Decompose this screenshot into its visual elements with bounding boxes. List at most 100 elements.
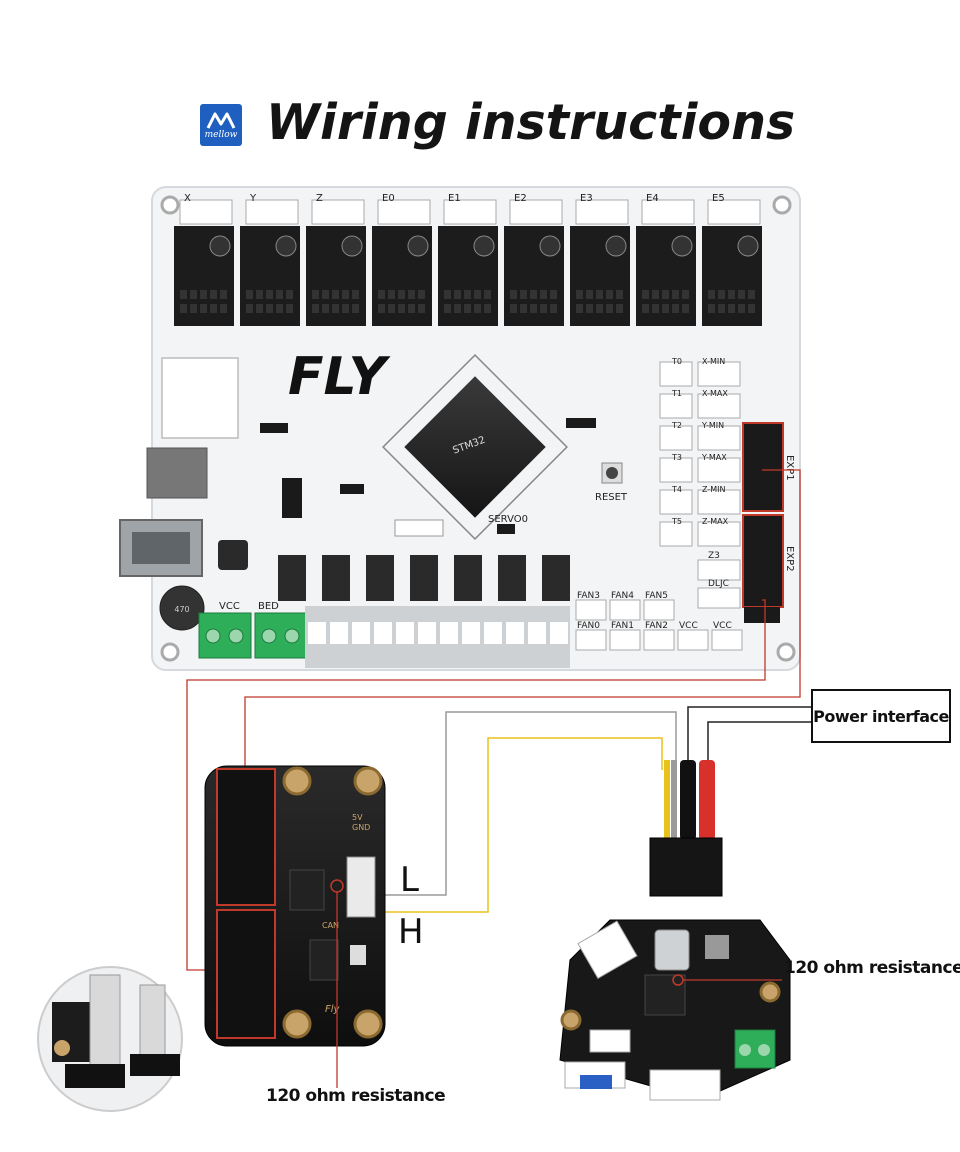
driver-label-e1: E1 (448, 193, 461, 204)
fan-label: FAN0 (577, 621, 600, 631)
driver-label-e3: E3 (580, 193, 593, 204)
endstop-t-label: T1 (671, 389, 682, 398)
mosfet (498, 555, 526, 601)
fan-connector-3: FAN5 (643, 591, 675, 621)
endstop-axis-label: Y-MAX (701, 453, 727, 462)
heater-pin (396, 622, 414, 644)
aux-label: Z3 (708, 551, 720, 561)
driver-slot-e1: E1 (438, 193, 498, 326)
fan-connector-1: FAN3 (575, 591, 607, 621)
exp-headers: EXP1 EXP2 (742, 422, 795, 608)
driver-label-e0: E0 (382, 193, 395, 204)
driver-slot-e2: E2 (504, 193, 564, 326)
endstop-axis-label: X-MIN (702, 357, 725, 366)
driver-slot-z: Z (306, 193, 366, 326)
endstop-row-5: T4 Z-MIN (659, 485, 741, 515)
logo-text: mellow (204, 130, 238, 140)
endstop-row-1: T0 X-MIN (659, 357, 741, 387)
vcc-label: VCC (219, 601, 240, 612)
heater-pin (330, 622, 348, 644)
heater-connector-bar (305, 606, 570, 668)
fan-label: VCC (679, 621, 698, 631)
module-resistance-label: 120 ohm resistance (266, 1086, 446, 1106)
endstop-t-label: T0 (671, 357, 682, 366)
driver-label-e5: E5 (712, 193, 725, 204)
exp2-cable-line (186, 599, 766, 971)
driver-label-x: X (184, 193, 191, 204)
mosfet-row (278, 555, 570, 601)
power-terminals: VCC BED (198, 601, 308, 659)
fan-connector-2: FAN4 (609, 591, 641, 621)
fan-label: VCC (713, 621, 732, 631)
mosfet (542, 555, 570, 601)
module-pin-5v: 5V (352, 813, 363, 822)
exp1-label: EXP1 (784, 455, 795, 481)
fan-label: FAN2 (645, 621, 668, 631)
endstop-axis-label: Y-MIN (701, 421, 724, 430)
endstop-axis-label: Z-MAX (702, 517, 729, 526)
mosfet (366, 555, 394, 601)
fan-connector-8: VCC (711, 621, 743, 651)
mellow-logo-icon (206, 112, 236, 129)
module-can-label: CAN (322, 921, 339, 930)
mosfet (278, 555, 306, 601)
page-title: Wiring instructions (266, 94, 796, 151)
heater-pin (374, 622, 392, 644)
mosfet (322, 555, 350, 601)
can-wiring (186, 469, 812, 971)
heater-pin (308, 622, 326, 644)
stepper-driver-sockets: X Y Z E0 E1 E2 E3 E4 E5 (174, 193, 762, 326)
driver-slot-e0: E0 (372, 193, 432, 326)
endstop-axis-label: Z-MIN (702, 485, 725, 494)
heater-pin (506, 622, 524, 644)
driver-slot-x: X (174, 193, 234, 326)
board-brand: FLY (288, 347, 392, 407)
can-l-wire (366, 711, 677, 896)
exp2-label: EXP2 (784, 546, 795, 572)
heater-pin (352, 622, 370, 644)
heater-pin (462, 622, 480, 644)
toolhead-board (559, 760, 791, 1101)
power-interface-callout: Power interface (811, 689, 951, 743)
mosfet (410, 555, 438, 601)
driver-label-y: Y (249, 193, 257, 204)
fan-connector-7: VCC (677, 621, 709, 651)
endstop-t-label: T5 (671, 517, 682, 526)
can-h-wire (366, 737, 663, 913)
endstop-row-6: T5 Z-MAX (659, 517, 741, 547)
fan-label: FAN3 (577, 591, 600, 601)
fan-label: FAN4 (611, 591, 634, 601)
mellow-logo: mellow (200, 104, 242, 146)
heater-pin (528, 622, 546, 644)
heater-pin (440, 622, 458, 644)
ribbon-cable-inset (37, 966, 183, 1112)
endstop-row-3: T2 Y-MIN (659, 421, 741, 451)
mosfet (454, 555, 482, 601)
endstop-t-label: T2 (671, 421, 682, 430)
endstop-axis-label: X-MAX (702, 389, 728, 398)
bed-label: BED (258, 601, 279, 612)
aux-connector-2: DLJC (697, 579, 741, 609)
driver-label-z: Z (316, 193, 323, 204)
endstop-t-label: T4 (671, 485, 682, 494)
fan-connector-6: FAN2 (643, 621, 675, 651)
module-brand: Fly (325, 1004, 341, 1015)
driver-slot-y: Y (240, 193, 300, 326)
fan-connector-4: FAN0 (575, 621, 607, 651)
fan-connector-5: FAN1 (609, 621, 641, 651)
heater-pin (418, 622, 436, 644)
exp1-cable-line (244, 469, 801, 772)
svg-text:470: 470 (174, 605, 189, 614)
heater-pin (484, 622, 502, 644)
mcu-chip: STM32 (382, 354, 568, 540)
driver-slot-e5: E5 (702, 193, 762, 326)
module-pin-gnd: GND (352, 823, 370, 832)
fan-label: FAN5 (645, 591, 668, 601)
driver-slot-e3: E3 (570, 193, 630, 326)
fan-label: FAN1 (611, 621, 634, 631)
servo-label: SERVO0 (488, 514, 528, 525)
driver-slot-e4: E4 (636, 193, 696, 326)
